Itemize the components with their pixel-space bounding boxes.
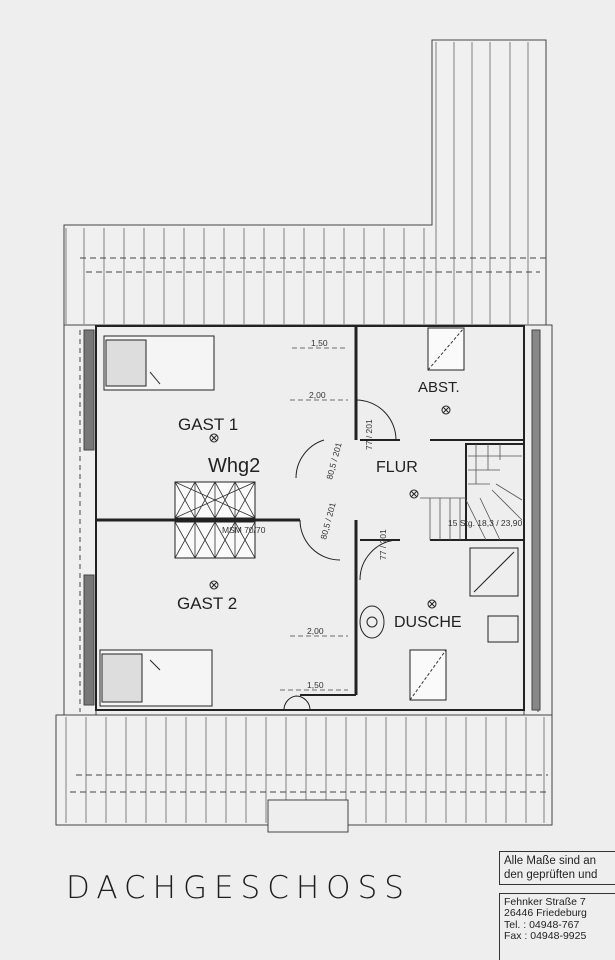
dim-door-dusche: 77 / 201 [378,529,388,560]
roof-top [63,39,547,326]
stairs [420,444,523,541]
dim-150-bottom: 1,50 [307,680,324,690]
bed-gast2 [99,649,213,707]
unit-label: Whg2 [208,455,260,477]
address-street: Fehnker Straße 7 [504,896,586,908]
dim-dormer: MSM 70/70 [222,525,266,535]
address-fax: Fax : 04948-9925 [504,930,587,943]
note-line-1: Alle Maße sind an [504,855,597,867]
dim-200-bottom: 2,00 [307,626,324,636]
bathroom-fixtures [359,547,519,643]
roof-bottom [55,714,553,833]
dim-door-gast1: 80,5 / 201 [324,441,344,480]
room-label-dusche: DUSCHE [394,614,462,631]
dim-stairs: 15 Stg. 18,3 / 23,90 [448,518,522,528]
room-label-abst: ABST. [418,379,460,396]
note-box: Alle Maße sind an den geprüften und [499,851,615,885]
address-box: Fehnker Straße 7 26446 Friedeburg Tel. :… [499,893,615,960]
dim-150-top: 1,50 [311,338,328,348]
doors [283,399,397,711]
dim-door-gast2: 80,5 / 201 [318,501,338,540]
address-city: 26446 Friedeburg [504,907,587,920]
dim-200-top: 2,00 [309,390,326,400]
ceiling-light-symbols [209,405,451,609]
side-roof-edges [63,324,553,716]
drawing-title: DACHGESCHOSS [66,870,411,906]
room-label-gast1: GAST 1 [178,415,238,434]
note-line-2: den geprüften und [504,869,598,881]
bed-gast1 [103,335,215,391]
skylights [174,327,465,701]
dim-door-abst: 77 / 201 [364,419,374,450]
dimension-lines [280,347,348,691]
room-label-flur: FLUR [376,459,418,476]
room-label-gast2: GAST 2 [177,594,237,613]
address-tel: Tel. : 04948-767 [504,918,580,931]
